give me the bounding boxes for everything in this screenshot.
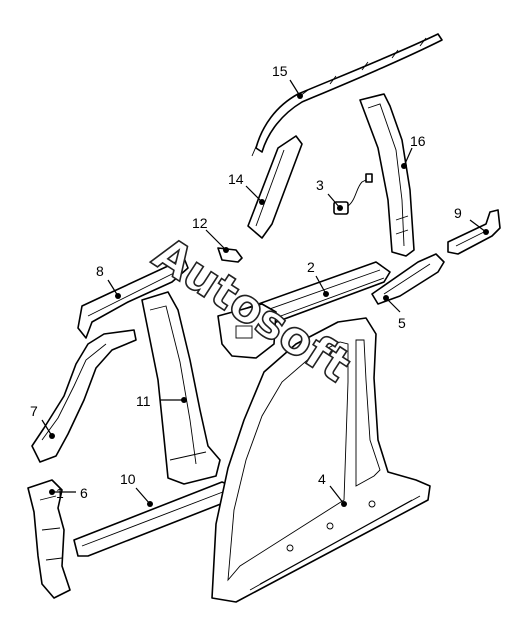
callout-1: 1	[56, 485, 64, 501]
part-7-lower-pillar	[31, 329, 137, 463]
callout-11: 11	[136, 393, 151, 409]
callout-3: 3	[316, 177, 324, 193]
callout-5: 5	[398, 315, 406, 331]
callout-2: 2	[307, 259, 315, 275]
part-5-sill-end	[371, 253, 445, 305]
part-11-b-pillar-outer	[141, 291, 221, 485]
part-6-hinge-bracket	[27, 479, 71, 599]
part-16-b-pillar	[359, 93, 415, 257]
part-15-roof-rail	[251, 33, 443, 157]
callout-14: 14	[228, 171, 244, 187]
callout-16: 16	[410, 133, 426, 149]
callout-10: 10	[120, 471, 136, 487]
callout-15: 15	[272, 63, 288, 79]
part-4-body-side-frame	[211, 317, 431, 603]
leader-lines	[41, 79, 489, 507]
callout-9: 9	[454, 205, 462, 221]
part-10-rocker-panel	[73, 481, 237, 557]
part-8-upper-reinforcement	[77, 257, 189, 339]
part-centre-bracket	[217, 303, 277, 359]
part-9-bracket	[447, 209, 501, 255]
callout-4: 4	[318, 471, 326, 487]
callout-7: 7	[30, 403, 38, 419]
callout-labels: 1 2 3 4 5 6 7 8 9 10 11 12 14 15 16	[30, 63, 462, 501]
part-14-a-pillar-trim	[247, 135, 303, 239]
callout-6: 6	[80, 485, 88, 501]
callout-12: 12	[192, 215, 208, 231]
callout-8: 8	[96, 263, 104, 279]
